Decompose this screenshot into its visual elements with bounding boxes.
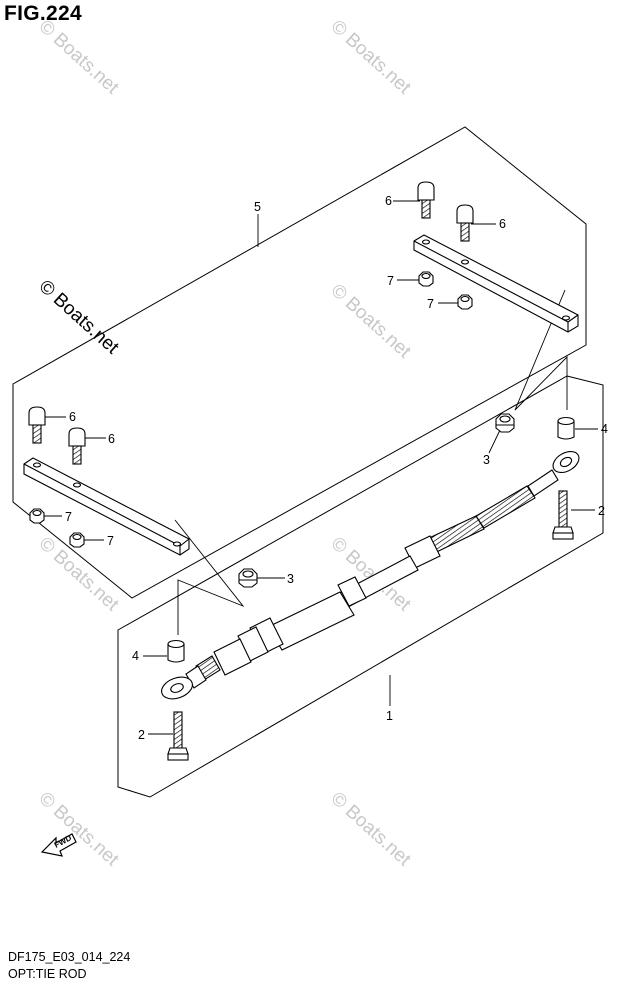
callout-7: 7 [427,297,434,311]
model-code: DF175_E03_014_224 [8,950,131,964]
watermark: © Boats.net [35,16,124,99]
fwd-arrow-icon: FWD [40,833,77,857]
bolt-2 [167,490,574,761]
spacer-4 [167,416,575,663]
bracket-plate-lower [23,457,190,556]
callout-6: 6 [108,432,115,446]
callout-7: 7 [107,534,114,548]
watermark: © Boats.net [327,16,416,99]
callout-4: 4 [132,649,139,663]
callout-3: 3 [483,453,490,467]
callout-4: 4 [601,422,608,436]
leader-lines [42,200,598,735]
tie-rod [161,450,580,700]
watermarks: © Boats.net © Boats.net © Boats.net © Bo… [35,16,416,871]
callout-2: 2 [138,728,145,742]
watermark: © Boats.net [327,788,416,871]
callout-6: 6 [499,217,506,231]
callout-5: 5 [254,200,261,214]
callout-7: 7 [65,510,72,524]
callout-2: 2 [598,504,605,518]
callout-7: 7 [387,274,394,288]
lock-nut-3 [238,413,515,588]
kit-outline-lower [117,375,604,798]
callout-1: 1 [386,709,393,723]
kit-outline-upper [12,126,587,599]
diagram-subtitle: OPT:TIE ROD [8,967,87,981]
figure-title: FIG.224 [4,2,82,25]
watermark: © Boats.net [35,788,124,871]
callouts: 5 6 6 7 7 3 4 2 6 6 7 7 3 4 1 2 [65,194,608,742]
bracket-plate-upper [413,234,579,333]
nut-7 [29,271,473,548]
watermark: © Boats.net [327,280,416,363]
callout-3: 3 [287,572,294,586]
callout-6: 6 [69,410,76,424]
callout-6: 6 [385,194,392,208]
bolt-6 [28,181,474,465]
